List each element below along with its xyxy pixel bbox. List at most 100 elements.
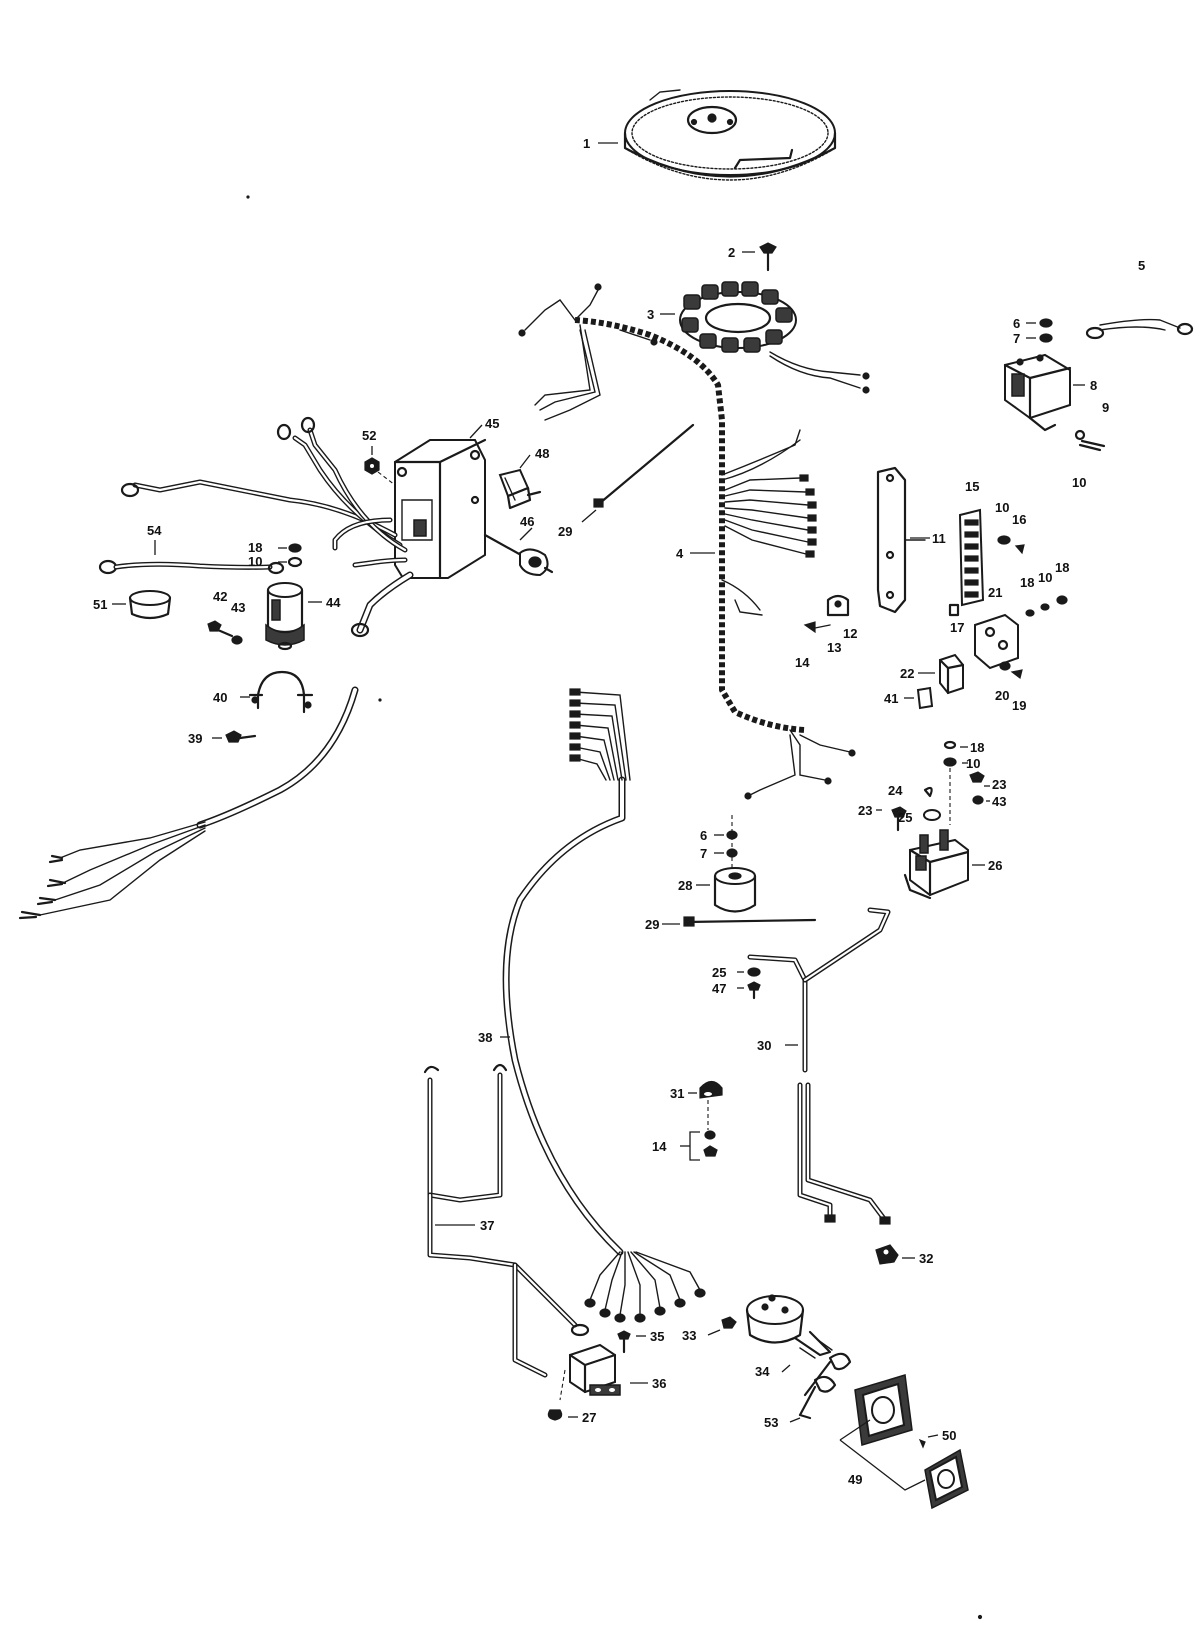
fastener-27 [547,1409,563,1421]
ground-lead-54 [98,559,285,575]
choke-solenoid-36 [568,1343,621,1396]
part-17 [948,603,960,617]
callout-19: 19 [1012,698,1026,713]
callout-2: 2 [728,245,735,260]
terminal-block [958,508,985,607]
callout-5: 5 [1138,258,1145,273]
mounting-bolt-46 [483,533,554,577]
callout-3: 3 [647,307,654,322]
callout-6b: 6 [700,828,707,843]
stator-screw [759,242,777,272]
stator [679,281,870,394]
coil-clamp-40 [248,670,314,714]
ignition-key-switch-34 [745,1294,833,1359]
flywheel [623,89,837,181]
callout-12: 12 [843,626,857,641]
callout-18c: 18 [970,740,984,755]
callout-25a: 25 [898,810,912,825]
relay [938,653,965,695]
wire-harness-37 [423,1063,590,1378]
spacer-41 [916,686,934,710]
rubber-mount-28 [713,867,757,913]
callout-47: 47 [712,981,726,996]
callout-33: 33 [682,1328,696,1343]
callout-27: 27 [582,1410,596,1425]
clamp-31 [699,1080,723,1099]
callout-13: 13 [827,640,841,655]
callout-23b: 23 [858,803,872,818]
callout-8: 8 [1090,378,1097,393]
callout-34: 34 [755,1364,770,1379]
relay-plate [974,613,1019,670]
retaining-band-51 [128,590,172,620]
washer-7 [1039,333,1053,343]
callout-6a: 6 [1013,316,1020,331]
callout-14a: 14 [795,655,810,670]
callout-18b: 18 [1055,560,1069,575]
mounting-plate-49b [924,1448,969,1510]
callout-14b: 14 [652,1139,667,1154]
callout-50: 50 [942,1428,956,1443]
callout-10d: 10 [966,756,980,771]
callout-43a: 43 [992,794,1006,809]
callout-51: 51 [93,597,107,612]
callout-44: 44 [326,595,341,610]
callout-45: 45 [485,416,499,431]
callout-36: 36 [652,1376,666,1391]
callout-40: 40 [213,690,227,705]
lower-cable-bundle [18,686,359,920]
bracket-clip [803,594,850,634]
standoff-48 [498,468,542,510]
callout-15: 15 [965,479,979,494]
screw-39 [225,730,257,743]
ignition-key-53 [798,1352,852,1420]
screw-10 [1074,429,1106,452]
mounting-plate-49a [854,1374,913,1446]
callout-35: 35 [650,1329,664,1344]
callout-30: 30 [757,1038,771,1053]
callout-18d: 18 [248,540,262,555]
nut-6 [1039,318,1053,328]
screw-35 [617,1330,631,1340]
callout-52: 52 [362,428,376,443]
ignition-coil-44 [265,582,305,651]
callout-21: 21 [988,585,1002,600]
washer-7b [726,848,738,858]
callout-1: 1 [583,136,590,151]
callout-42: 42 [213,589,227,604]
callout-49: 49 [848,1472,862,1487]
callout-29b: 29 [558,524,572,539]
ground-wire [1085,318,1194,340]
terminal-plate [876,466,926,614]
callout-37: 37 [480,1218,494,1233]
callout-48: 48 [535,446,549,461]
callout-23a: 23 [992,777,1006,792]
callout-4: 4 [676,546,684,561]
screw-50 [918,1438,926,1449]
callout-28: 28 [678,878,692,893]
clip-32 [875,1244,899,1265]
battery-cable-30 [747,907,891,1225]
washer-43 [231,635,243,645]
callout-26: 26 [988,858,1002,873]
cable-tie-29-lower [683,916,817,927]
callout-7a: 7 [1013,331,1020,346]
callout-20: 20 [995,688,1009,703]
callout-10a: 10 [1072,475,1086,490]
callout-41: 41 [884,691,898,706]
callout-24: 24 [888,783,903,798]
callout-32: 32 [919,1251,933,1266]
callout-43b: 43 [231,600,245,615]
callout-54: 54 [147,523,162,538]
callout-53: 53 [764,1415,778,1430]
nut-6b [726,830,738,840]
callout-22: 22 [900,666,914,681]
callout-10b: 10 [995,500,1009,515]
callout-7b: 7 [700,846,707,861]
starter-solenoid [903,829,970,900]
callout-9: 9 [1102,400,1109,415]
screw-16 [1014,544,1025,555]
screw-42 [207,620,222,632]
callout-31: 31 [670,1086,684,1101]
